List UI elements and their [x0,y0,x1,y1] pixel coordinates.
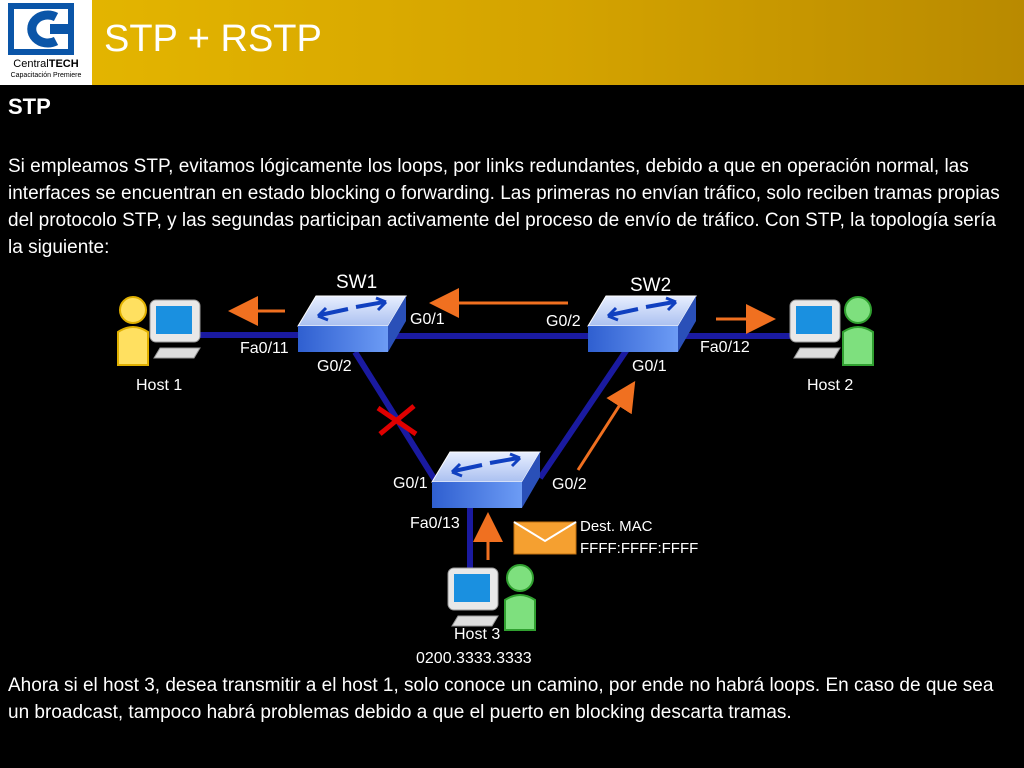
host3-mac-label: 0200.3333.3333 [416,650,532,667]
link-sw2-sw3 [537,343,633,480]
host2-icon [789,296,874,366]
intro-paragraph: Si empleamos STP, evitamos lógicamente l… [8,156,1000,258]
logo-subtitle: Capacitación Premiere [10,72,82,79]
sw1-g01-port-label: G0/1 [410,311,445,328]
frame-dest-label: Dest. MAC [580,518,653,535]
sw3-g02-port-label: G0/2 [552,476,587,493]
switch-sw1-icon [296,294,408,354]
sw2-fa-port-label: Fa0/12 [700,339,750,356]
sw1-label: SW1 [336,272,378,293]
host3-label: Host 3 [454,626,501,643]
sw3-g01-port-label: G0/1 [393,475,428,492]
host1-icon [117,296,201,366]
sw2-g01-port-label: G0/1 [632,358,667,375]
host1-label: Host 1 [136,377,183,394]
switch-sw3-icon [430,450,542,510]
arrow-sw3-sw2-icon [576,380,636,471]
sw3-fa-port-label: Fa0/13 [410,515,460,532]
title-bar: CentralTECH Capacitación Premiere STP + … [0,0,1024,85]
centraltech-logo: CentralTECH Capacitación Premiere [0,0,92,85]
frame-mac-label: FFFF:FFFF:FFFF [580,540,699,557]
logo-mark-icon [8,3,74,55]
sw2-label: SW2 [630,275,672,296]
host2-label: Host 2 [807,377,854,394]
sw1-g02-port-label: G0/2 [317,358,352,375]
sw1-fa-port-label: Fa0/11 [240,340,289,357]
logo-text: CentralTECH [13,58,79,70]
sw2-g02-port-label: G0/2 [546,313,581,330]
section-title: STP [8,94,51,119]
page-title: STP + RSTP [104,18,322,60]
blocked-port-x-icon [376,404,418,437]
switch-sw2-icon [586,294,698,354]
envelope-icon [513,521,577,555]
conclusion-paragraph: Ahora si el host 3, desea transmitir a e… [8,675,994,723]
host3-icon [447,564,536,631]
